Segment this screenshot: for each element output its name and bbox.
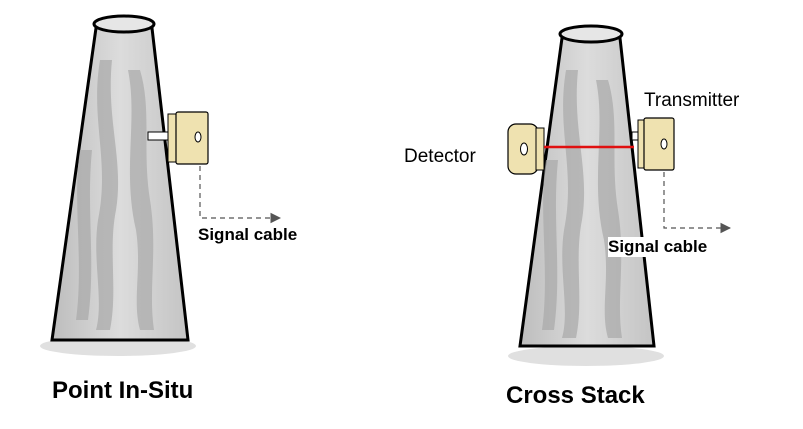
point-signal-cable-label: Signal cable bbox=[198, 225, 298, 244]
cross-stack-caption: Cross Stack bbox=[506, 382, 645, 409]
detector-flange bbox=[535, 127, 545, 171]
detector-lens bbox=[520, 142, 528, 156]
point-in-situ-caption: Point In-Situ bbox=[52, 377, 194, 404]
cross-stack-top bbox=[558, 24, 624, 44]
transmitter-lens bbox=[660, 138, 668, 150]
stack-base-haze bbox=[508, 346, 664, 366]
transmitter-label: Transmitter bbox=[644, 90, 740, 111]
transmitter-unit bbox=[643, 117, 675, 171]
point-in-situ-panel bbox=[40, 14, 282, 356]
cross-signal-cable-label: Signal cable bbox=[608, 237, 708, 257]
point-sensor-lens bbox=[194, 131, 202, 143]
cross-stack-panel bbox=[507, 24, 732, 366]
point-stack-smoke bbox=[76, 60, 154, 330]
cross-stack-body bbox=[518, 36, 656, 348]
point-signal-cable bbox=[199, 166, 282, 224]
point-stack-body bbox=[50, 26, 190, 342]
cross-signal-cable bbox=[663, 172, 732, 234]
detector-label: Detector bbox=[404, 146, 476, 167]
point-stack-top bbox=[92, 14, 156, 34]
cross-stack-smoke bbox=[542, 70, 622, 338]
point-sensor-unit bbox=[175, 111, 209, 165]
